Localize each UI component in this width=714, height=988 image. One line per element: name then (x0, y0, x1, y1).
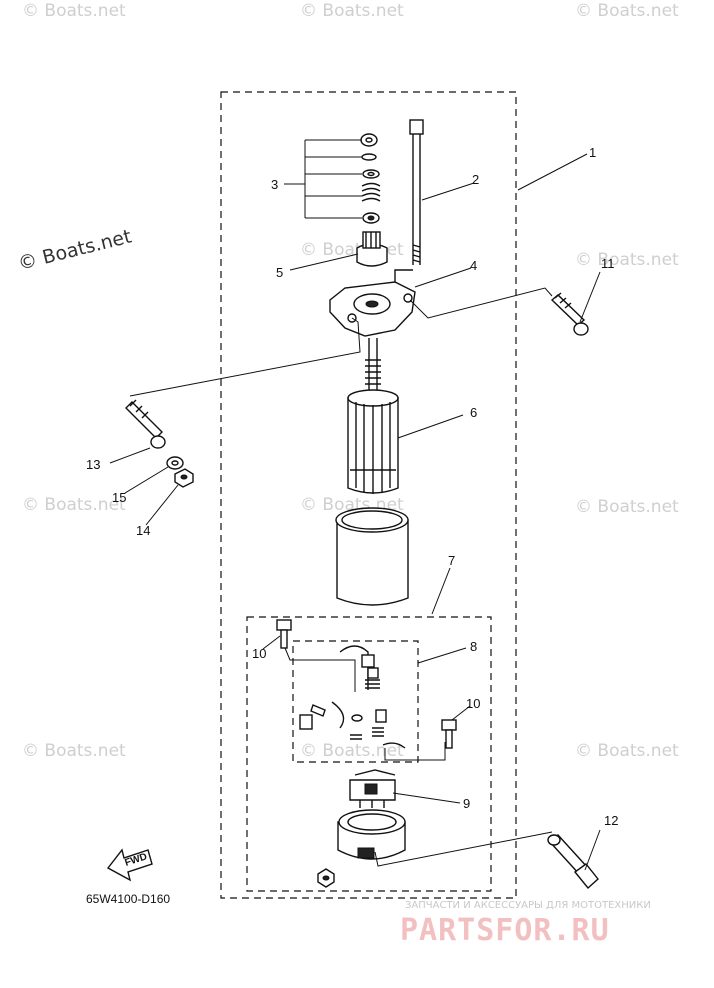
callout-15: 15 (112, 490, 126, 505)
bolt-thirteen (125, 399, 166, 449)
watermark-text: © Boats.net (22, 741, 126, 761)
callout-7: 7 (448, 553, 455, 568)
callout-11: 11 (601, 256, 615, 271)
washer-fifteen (166, 456, 184, 470)
callout-13: 13 (86, 457, 100, 472)
callout-2: 2 (472, 172, 479, 187)
watermark-layer: © Boats.net © Boats.net © Boats.net © Bo… (22, 1, 679, 761)
bolt-ten-left (276, 619, 292, 649)
watermark-text: © Boats.net (300, 1, 404, 21)
callout-10-right: 10 (466, 696, 480, 711)
lower-nut (317, 868, 335, 888)
armature (347, 338, 399, 494)
lower-bracket (337, 809, 406, 860)
motor-yoke (335, 507, 409, 606)
leader-lines (109, 139, 601, 871)
upper-bracket (329, 269, 416, 337)
callout-8: 8 (470, 639, 477, 654)
pinion-gear (356, 231, 388, 267)
callout-9: 9 (463, 796, 470, 811)
bolt-eleven (550, 292, 589, 336)
watermark-text: © Boats.net (575, 250, 679, 270)
brush-holder (349, 769, 396, 808)
callout-10-left: 10 (252, 646, 266, 661)
watermark-text: © Boats.net (300, 240, 404, 260)
callout-5: 5 (276, 265, 283, 280)
nut-washer-spring-stack (360, 133, 381, 224)
watermark-text: © Boats.net (22, 1, 126, 21)
lower-bracket-assembly-boundary (246, 616, 492, 892)
watermark-text: © Boats.net (22, 495, 126, 515)
bolt-ten-right (441, 719, 457, 749)
nut-fourteen (174, 468, 194, 488)
watermark-text: © Boats.net (300, 741, 404, 761)
starter-assembly-boundary (220, 91, 517, 899)
callout-4: 4 (470, 258, 477, 273)
bolt-twelve (547, 834, 599, 890)
brush-set-boundary (292, 640, 419, 763)
callout-6: 6 (470, 405, 477, 420)
watermark-text: © Boats.net (575, 497, 679, 517)
watermark-text: © Boats.net (575, 1, 679, 21)
drawing-code: 65W4100-D160 (86, 892, 170, 906)
through-bolt (409, 119, 424, 265)
forward-arrow-icon: FWD (106, 848, 153, 882)
footer-tagline: ЗАПЧАСТИ И АКСЕССУАРЫ ДЛЯ МОТОТЕХНИКИ (405, 900, 651, 911)
callout-1: 1 (589, 145, 596, 160)
footer-brand-logo: PARTSFOR.RU (400, 913, 610, 948)
watermark-text: © Boats.net (575, 741, 679, 761)
brand-watermark: © Boats.net (16, 225, 134, 274)
callout-3: 3 (271, 177, 278, 192)
brush-set (299, 645, 406, 749)
callout-labels: 1 2 3 4 5 6 7 8 9 10 10 11 12 13 14 15 (86, 145, 618, 828)
callout-12: 12 (604, 813, 618, 828)
callout-14: 14 (136, 523, 150, 538)
